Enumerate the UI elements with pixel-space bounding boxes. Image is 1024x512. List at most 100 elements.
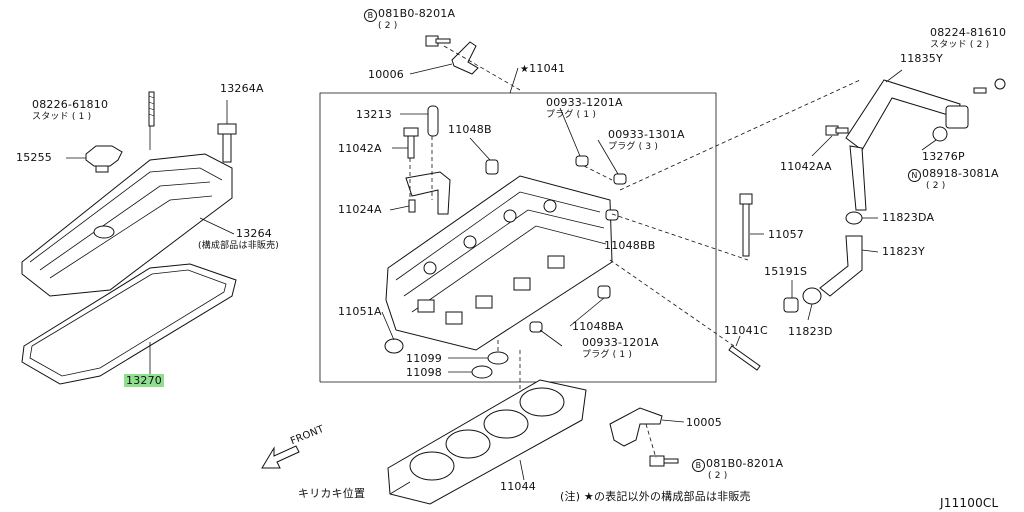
label-13276p: 13276P [922, 150, 965, 163]
label-13264a: 13264A [220, 82, 264, 95]
label-081b0-bottom-qty: ( 2 ) [708, 471, 728, 481]
plug-00933-1301a [613, 173, 627, 185]
bolt-13264a-head [217, 123, 237, 135]
water-pipe-drop [849, 145, 867, 211]
bracket-10005 [609, 407, 663, 447]
label-13213: 13213 [356, 108, 392, 121]
bolt-11057-head [739, 193, 753, 205]
label-00933-1201a-bottom-sub: プラグ ( 1 ) [582, 350, 633, 360]
plug-11048bb [605, 209, 619, 221]
bolt-11042a-head [403, 127, 419, 137]
leader-lines [66, 63, 937, 495]
label-11057: 11057 [768, 228, 804, 241]
label-11041c: 11041C [724, 324, 768, 337]
bolt-081b0-top-shank [435, 38, 451, 44]
plug-11051a [384, 338, 404, 354]
rocker-cover-ribs [29, 167, 223, 279]
label-11048bb: 11048BB [604, 239, 656, 252]
clamp-11823da [845, 211, 863, 225]
front-arrow-icon [261, 445, 300, 469]
stud-08224 [973, 87, 987, 94]
n-marker-icon: N [908, 169, 921, 182]
bolt-11057-shank [742, 203, 750, 257]
b-marker-icon-bottom: B [692, 459, 705, 472]
label-11042a: 11042A [338, 142, 382, 155]
rocker-cover [21, 153, 233, 297]
plug-00933-1201a-top [575, 155, 589, 167]
label-00933-1301a-sub: プラグ ( 3 ) [608, 142, 659, 152]
seal-11099 [487, 351, 509, 365]
label-11044: 11044 [500, 480, 536, 493]
bolt-081b0-bottom-shank [663, 458, 679, 464]
plug-00933-1201a-bottom [529, 321, 543, 333]
oring-13276p [932, 126, 948, 142]
seal-11098 [471, 365, 493, 379]
nut-08918 [994, 78, 1006, 90]
head-ports [417, 199, 565, 325]
label-00933-1201a-top-sub: プラグ ( 1 ) [546, 110, 597, 120]
label-08226: 08226-61810 [32, 98, 109, 111]
oil-filler-cap [85, 145, 123, 167]
label-11042aa: 11042AA [780, 160, 832, 173]
diagram-code: J11100CL [940, 496, 999, 510]
assembly-dashed-lines [409, 45, 861, 459]
label-08918-qty: ( 2 ) [926, 181, 946, 191]
hose-11823y [819, 235, 863, 297]
label-08224: 08224-81610 [930, 26, 1007, 39]
oil-cap-neck [95, 165, 109, 173]
label-13264: 13264 [236, 227, 272, 240]
plug-11048b [485, 159, 499, 175]
stud-thread [148, 95, 155, 117]
label-10006: 10006 [368, 68, 404, 81]
bracket-11024a [405, 171, 451, 215]
dowel-11024a [408, 199, 416, 213]
oil-filler-hole [93, 225, 115, 239]
plug-15191s [783, 297, 799, 313]
label-13264-note: (構成部品は非販売) [198, 241, 280, 251]
label-11099: 11099 [406, 352, 442, 365]
label-11051a: 11051A [338, 305, 382, 318]
gasket-bore-2 [445, 429, 491, 459]
plug-11048ba [597, 285, 611, 299]
cylinder-head-detail [395, 191, 607, 313]
label-08224-sub: スタッド ( 2 ) [930, 40, 990, 50]
rocker-gasket-inner [29, 269, 227, 377]
label-00933-1301a: 00933-1301A [608, 128, 685, 141]
stud-11041c [728, 345, 761, 371]
label-00933-1201a-top: 00933-1201A [546, 96, 623, 109]
clamp-11823d [802, 287, 822, 305]
b-marker-icon: B [364, 9, 377, 22]
diagram-note: (注) ★の表記以外の構成部品は非販売 [560, 490, 751, 503]
cylinder-head [385, 175, 613, 351]
label-15191s: 15191S [764, 265, 808, 278]
bolt-11042aa-shank [835, 127, 849, 134]
label-11823d: 11823D [788, 325, 833, 338]
label-11823da: 11823DA [882, 211, 935, 224]
rocker-cover-gasket [21, 263, 237, 385]
label-11835y: 11835Y [900, 52, 943, 65]
label-11024a: 11024A [338, 203, 382, 216]
label-11823y: 11823Y [882, 245, 925, 258]
gasket-bore-3 [483, 409, 529, 439]
label-11041: ★11041 [520, 62, 566, 76]
bolt-13264a-shank [222, 133, 232, 163]
label-10005: 10005 [686, 416, 722, 429]
gasket-bore-4 [519, 387, 565, 417]
label-00933-1201a-bottom: 00933-1201A [582, 336, 659, 349]
label-081b0-top-qty: ( 2 ) [378, 21, 398, 31]
pipe-flange [945, 105, 969, 129]
label-08226-sub: スタッド ( 1 ) [32, 112, 92, 122]
label-11048ba: 11048BA [572, 320, 624, 333]
tube-13213 [427, 105, 439, 137]
bolt-11042a-shank [407, 135, 415, 159]
label-11048b: 11048B [448, 123, 492, 136]
label-13270: 13270 [124, 374, 164, 387]
label-11098: 11098 [406, 366, 442, 379]
gasket-bore-1 [409, 451, 455, 481]
label-15255: 15255 [16, 151, 52, 164]
